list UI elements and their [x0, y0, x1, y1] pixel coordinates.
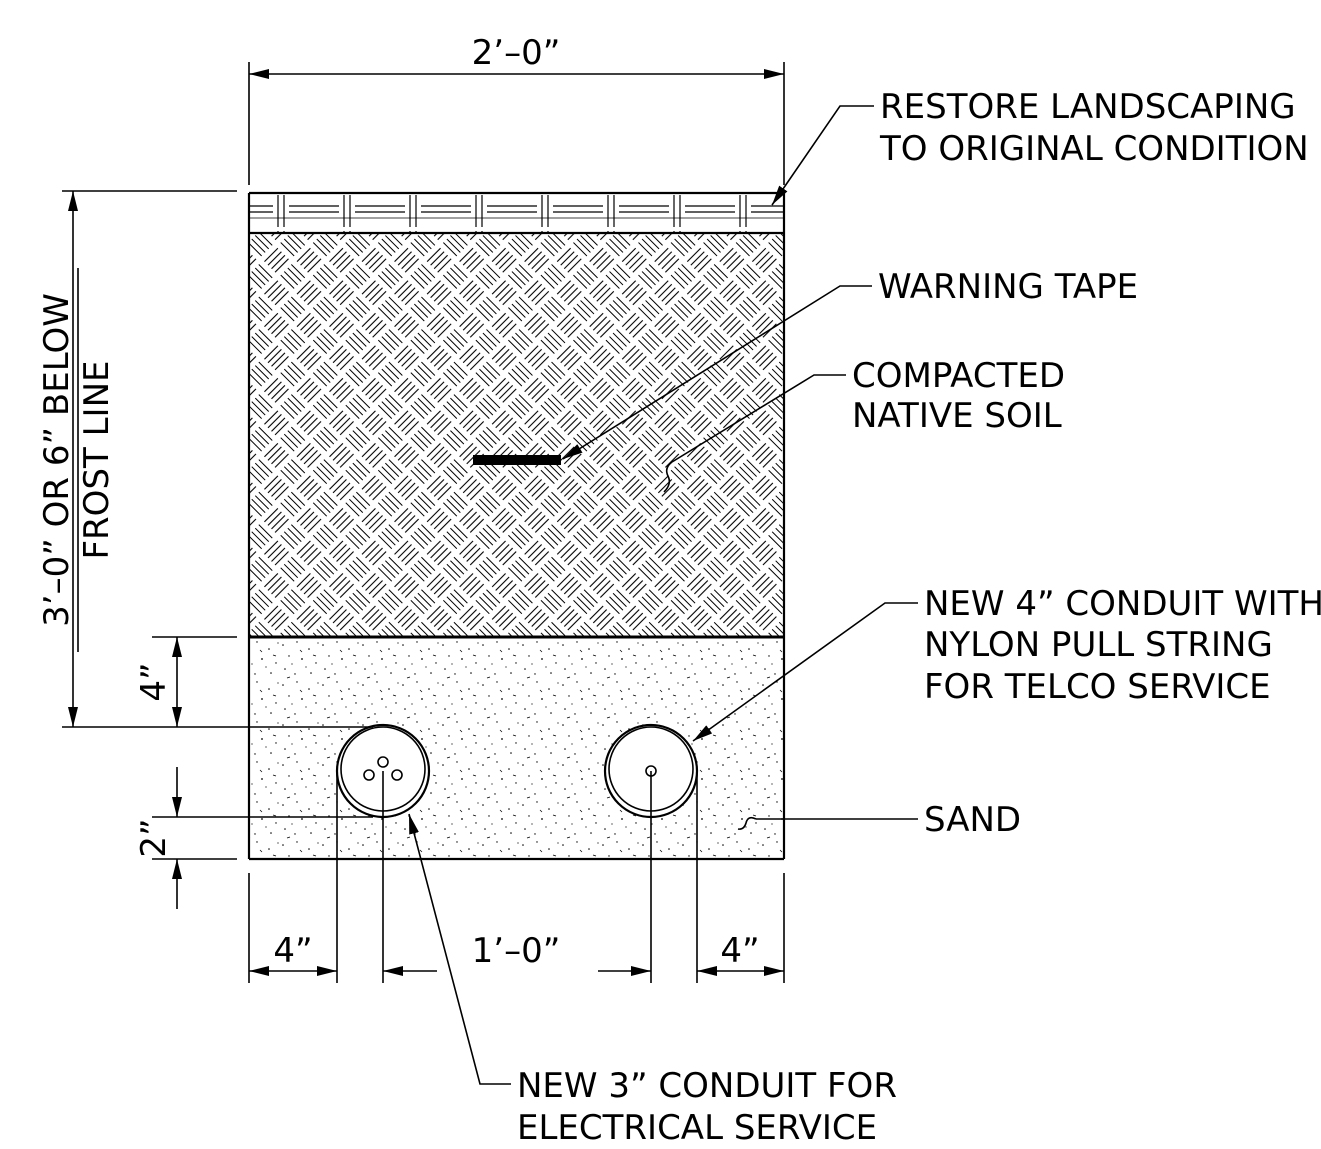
depth-label-line1: 3’–0” OR 6” BELOW — [37, 293, 77, 627]
warning-tape-note: WARNING TAPE — [562, 267, 1138, 460]
telco-note-line1: NEW 4” CONDUIT WITH — [924, 584, 1321, 624]
bottom-cover-dimension: 2” — [134, 767, 373, 909]
depth-dimension: 3’–0” OR 6” BELOW FROST LINE — [37, 190, 373, 728]
telco-note: NEW 4” CONDUIT WITH NYLON PULL STRING FO… — [692, 584, 1321, 742]
cover-label: 4” — [134, 662, 174, 701]
landscaping-note: RESTORE LANDSCAPING TO ORIGINAL CONDITIO… — [771, 87, 1309, 206]
right-clearance-label: 4” — [720, 931, 759, 971]
telco-note-line3: FOR TELCO SERVICE — [924, 667, 1271, 707]
landscaping-layer — [249, 191, 784, 235]
electrical-note-line2: ELECTRICAL SERVICE — [517, 1108, 877, 1144]
soil-note-line1: COMPACTED — [852, 356, 1065, 396]
compacted-soil-layer — [249, 233, 784, 639]
soil-note: COMPACTED NATIVE SOIL — [663, 356, 1065, 493]
sand-note-text: SAND — [924, 800, 1021, 840]
width-label: 2’–0” — [472, 33, 561, 73]
sand-note: SAND — [737, 800, 1021, 840]
warning-tape — [473, 455, 561, 465]
electrical-note: NEW 3” CONDUIT FOR ELECTRICAL SERVICE — [408, 813, 897, 1148]
cover-dimension: 4” — [134, 636, 237, 727]
width-dimension: 2’–0” — [248, 33, 785, 185]
landscaping-note-line1: RESTORE LANDSCAPING — [880, 87, 1296, 127]
bottom-dimensions: 4” 1’–0” 4” — [248, 771, 785, 983]
sand-layer — [249, 637, 784, 861]
landscaping-note-line2: TO ORIGINAL CONDITION — [879, 129, 1309, 169]
soil-note-line2: NATIVE SOIL — [852, 396, 1062, 436]
telco-note-line2: NYLON PULL STRING — [924, 625, 1273, 665]
electrical-note-line1: NEW 3” CONDUIT FOR — [517, 1066, 897, 1106]
bottom-cover-label: 2” — [134, 818, 174, 857]
warning-tape-note-text: WARNING TAPE — [878, 267, 1138, 307]
left-clearance-label: 4” — [273, 931, 312, 971]
depth-label-line2: FROST LINE — [77, 361, 117, 560]
conduit-spacing-label: 1’–0” — [472, 931, 561, 971]
